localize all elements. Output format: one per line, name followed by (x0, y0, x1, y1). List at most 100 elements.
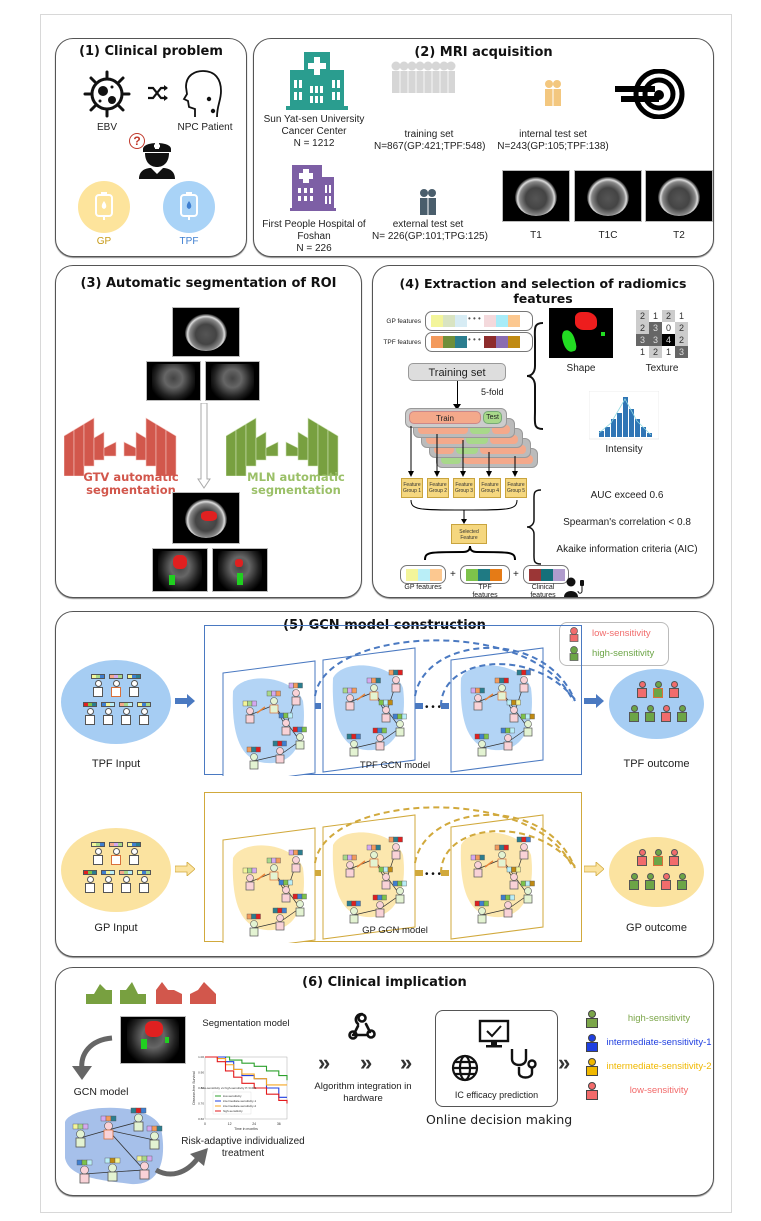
skip-connection (440, 663, 578, 707)
internal-test-people-icon (545, 80, 561, 106)
panel-title: (1) Clinical problem (79, 44, 223, 59)
skip-connection (414, 813, 576, 869)
node-head (86, 708, 94, 715)
plus-sign: + (513, 569, 519, 580)
gtv-unet-icon (64, 417, 177, 476)
gcn-node (474, 733, 489, 757)
sensitivity-legend: low-sensitivity high-sensitivity (559, 622, 669, 666)
node-body (645, 880, 655, 890)
gcn-edge (79, 1129, 109, 1139)
patient-node (635, 681, 649, 705)
skip-connection (414, 646, 576, 702)
feature-swatch (496, 315, 508, 327)
question-icon: ? (129, 133, 145, 149)
webhook-icon (348, 1012, 376, 1040)
ellipsis: • • • (468, 335, 481, 344)
input-axial-mri (172, 307, 240, 357)
feature-swatch (508, 315, 520, 327)
feature-swatch (529, 569, 541, 581)
layer-ellipsis: • • • (425, 869, 442, 880)
feature-group-3: Feature Group 3 (453, 478, 475, 498)
ebv-label: EBV (96, 122, 117, 133)
feature-swatch (431, 336, 443, 348)
gp-features-row-label: GP features (386, 318, 421, 325)
km-y-tick: 0.90 (198, 1071, 204, 1075)
tpf-arrow-out (584, 694, 604, 708)
texture-cell: 4 (662, 334, 675, 346)
npc-patient-label: NPC Patient (177, 122, 233, 133)
gcn-node (506, 699, 521, 723)
risk-line2: treatment (221, 1148, 265, 1159)
patient-node (667, 849, 681, 873)
patient-node (119, 870, 133, 894)
person-head (588, 1010, 596, 1018)
high-sensitivity-person-icon (569, 646, 579, 661)
km-y-tick: 0.70 (198, 1102, 204, 1106)
gtv-label-line1: GTV automatic (83, 470, 179, 484)
training-set-detail: N=867(GP:421;TPF:548) (374, 141, 486, 152)
intensity-label: Intensity (605, 444, 643, 455)
outcome-person-icon (586, 1058, 598, 1076)
gcn-node (388, 669, 403, 693)
criteria-brace (526, 489, 542, 565)
gcn-node (288, 682, 303, 706)
gcn-node (266, 690, 281, 714)
km-legend-label: low-sensitivity (223, 1094, 242, 1098)
risk-line1: Risk-adaptive individualized (181, 1136, 305, 1147)
node-body (653, 688, 663, 698)
gcn-node (516, 669, 531, 693)
node-head (122, 876, 130, 883)
node-head (140, 876, 148, 883)
node-body (93, 855, 103, 865)
node-head (94, 680, 102, 687)
patient-node (83, 702, 97, 726)
tpf-gcn-layers: • • • (222, 639, 578, 776)
patient-node (651, 849, 665, 873)
fold-label: 5-fold (481, 387, 504, 397)
plus-sign: + (450, 569, 456, 580)
gcn-node (342, 854, 357, 878)
km-y-tick: 0.80 (198, 1086, 204, 1090)
patient-node (137, 702, 151, 726)
mri-t2-image (645, 170, 713, 222)
feature-swatch (490, 569, 502, 581)
message-arrow (256, 706, 266, 714)
left-brace (526, 322, 544, 430)
gcn-node (388, 836, 403, 860)
feature-swatch (430, 569, 442, 581)
message-arrow (484, 693, 494, 701)
feature-bar (109, 842, 123, 847)
texture-cell: 1 (662, 346, 675, 358)
texture-label: Texture (645, 363, 679, 374)
internal-test-detail: N=243(GP:105;TPF:138) (497, 141, 609, 152)
virus-icon (83, 70, 131, 118)
node-head (670, 681, 678, 688)
gcn-node (500, 727, 515, 751)
node-head (112, 848, 120, 855)
node-head (122, 708, 130, 715)
feature-swatch (443, 336, 455, 348)
shape-label: Shape (566, 363, 596, 374)
foshan-n: N = 226 (296, 243, 332, 254)
texture-cell: 2 (675, 334, 688, 346)
arrow-line (457, 381, 458, 407)
down-arrow (197, 403, 211, 489)
patient-node (127, 674, 141, 698)
feature-swatch (406, 569, 418, 581)
feature-bar (109, 674, 123, 679)
km-x-tick: 12 (228, 1122, 232, 1126)
gcn-edge (107, 1129, 145, 1171)
texture-cell: 1 (649, 310, 662, 322)
gp-input-label: GP Input (94, 922, 138, 934)
shuffle-icon (148, 85, 168, 101)
texture-cell: 3 (649, 322, 662, 334)
hospital-icon (290, 165, 336, 211)
iv-bag-icon (95, 192, 113, 220)
segmented-mri (120, 1016, 186, 1064)
outcome-label: high-sensitivity (627, 1013, 691, 1024)
doctor-icon (139, 143, 175, 179)
patient-node (643, 705, 657, 729)
node-body (103, 883, 113, 893)
node-head (678, 705, 686, 712)
feature-swatch (431, 315, 443, 327)
